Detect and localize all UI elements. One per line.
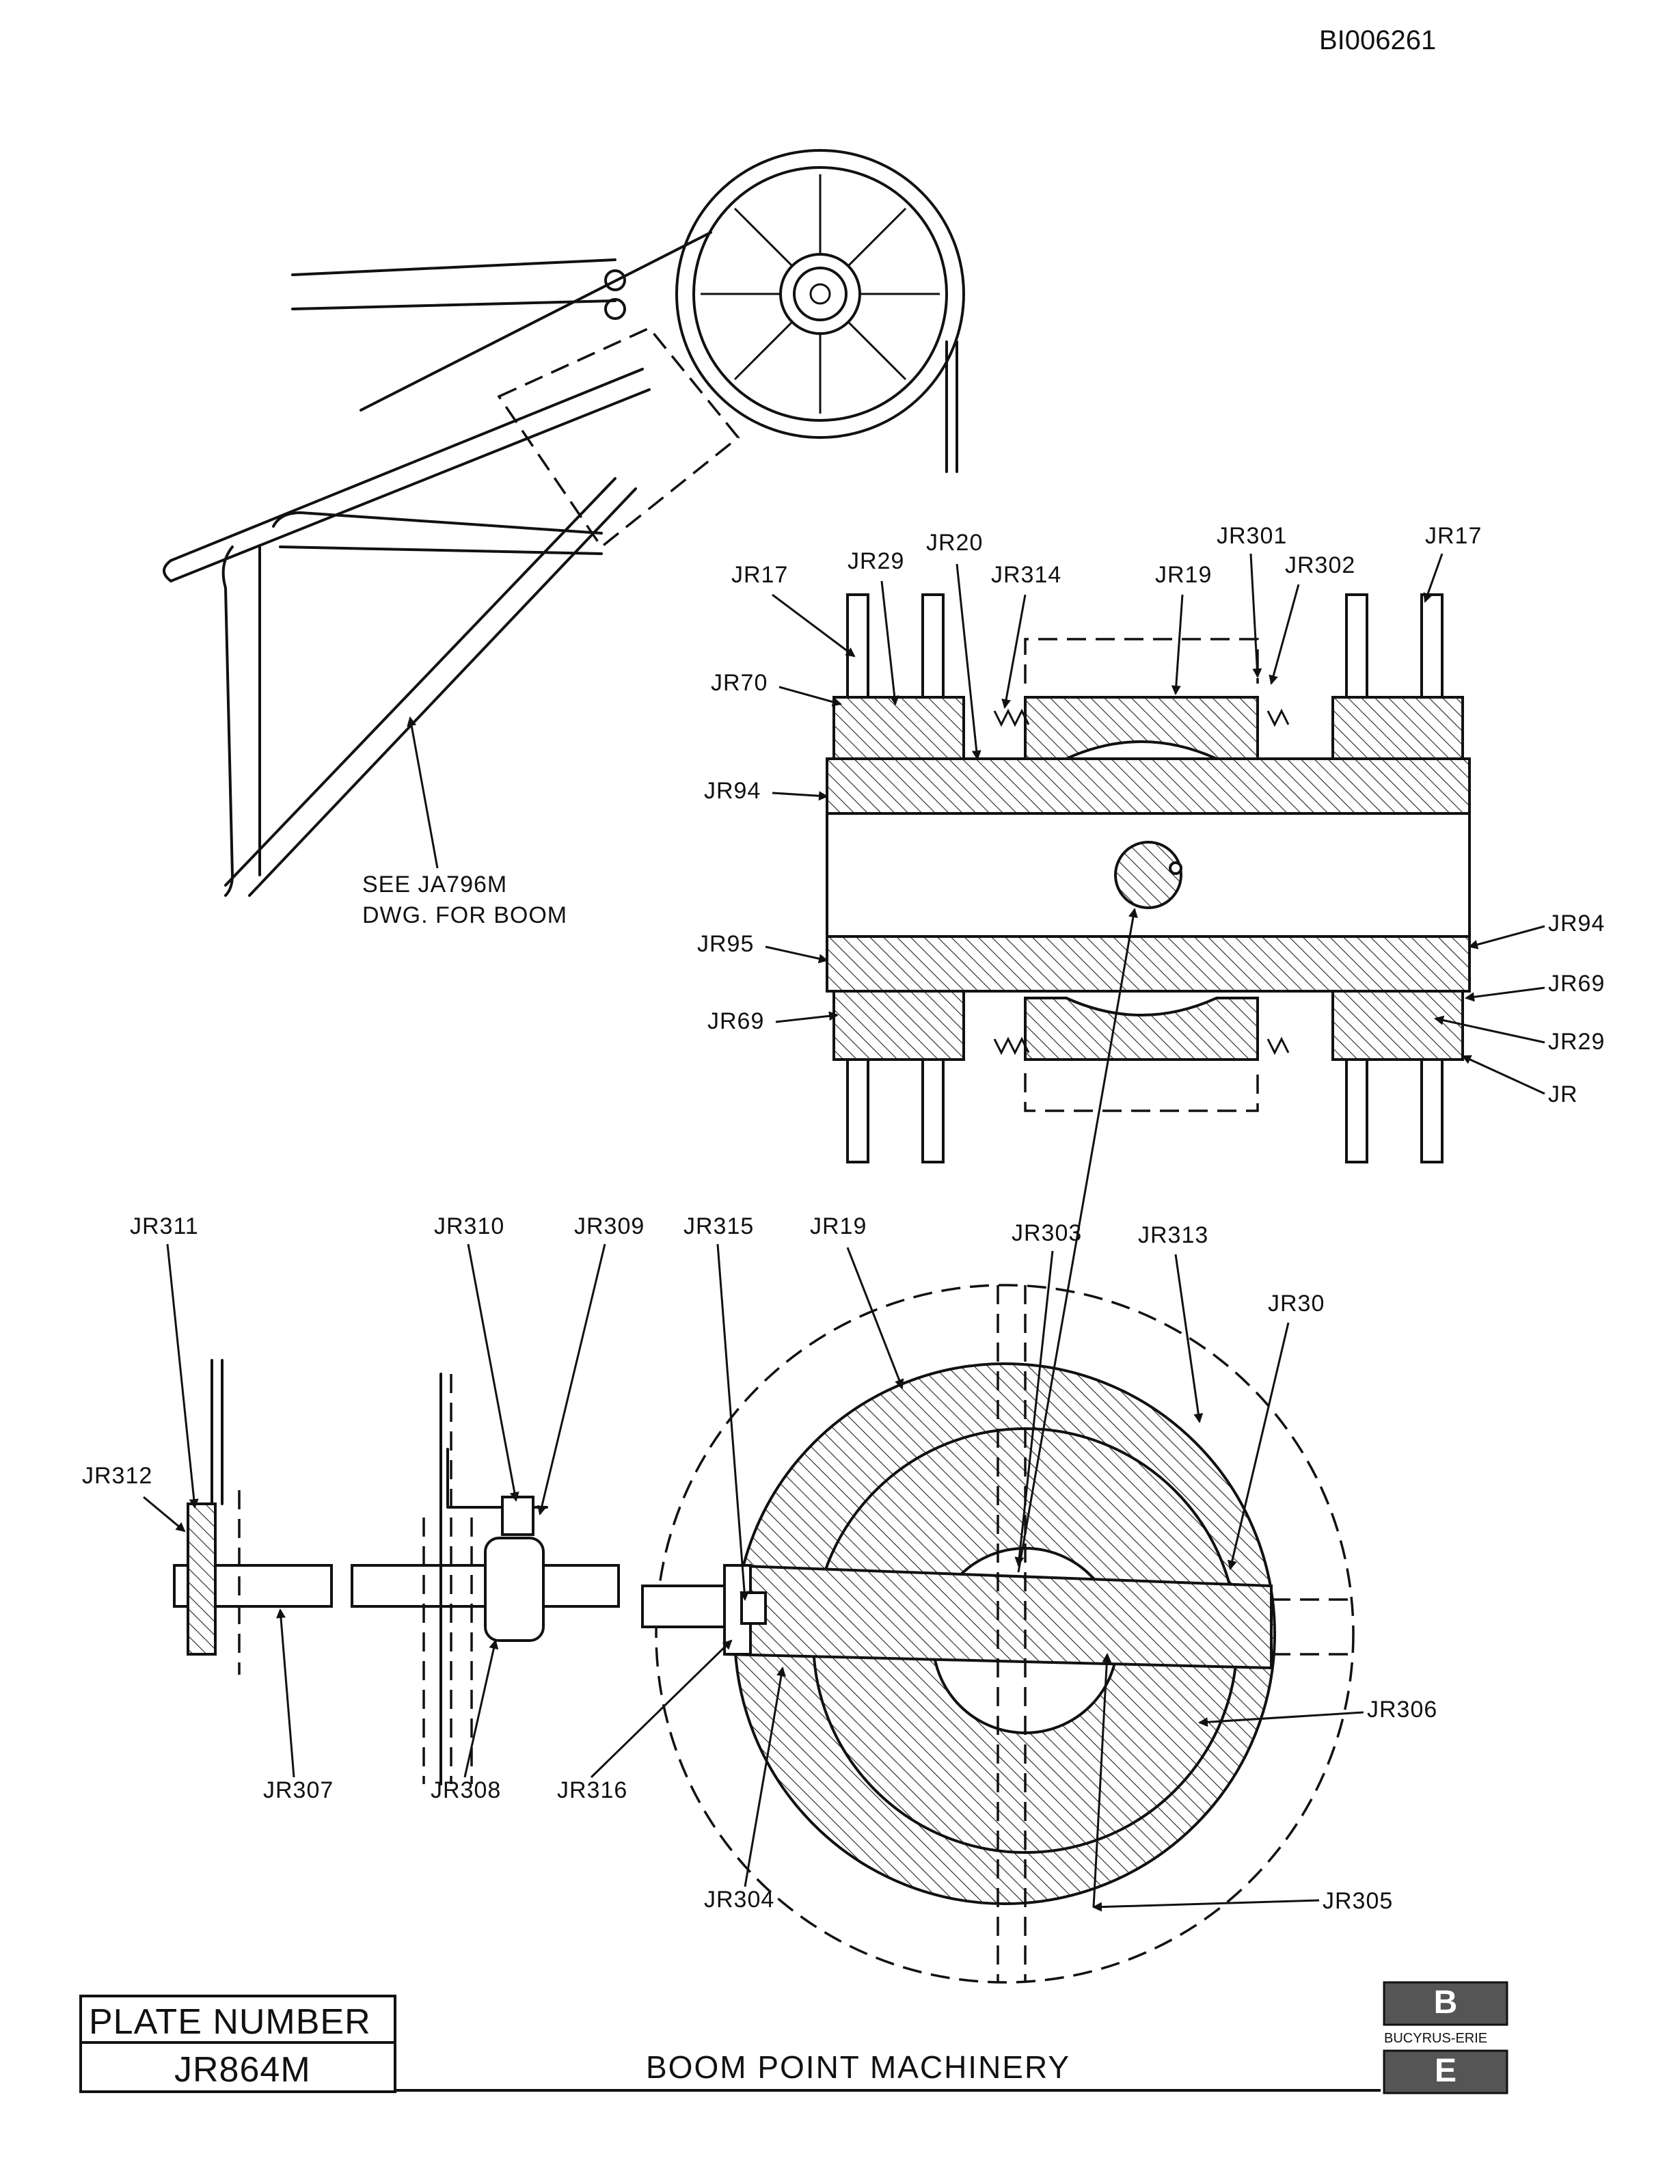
label-jr95: JR95 bbox=[697, 931, 754, 957]
logo-letter-e: E bbox=[1435, 2053, 1457, 2089]
label-jr311: JR311 bbox=[130, 1213, 199, 1239]
boom-note-line1: SEE JA796M bbox=[362, 872, 507, 898]
label-jr315: JR315 bbox=[683, 1213, 754, 1239]
label-jr17-right: JR17 bbox=[1425, 523, 1482, 549]
label-jr20: JR20 bbox=[926, 530, 983, 556]
label-jr306: JR306 bbox=[1367, 1697, 1437, 1723]
label-jr69-left: JR69 bbox=[707, 1008, 764, 1034]
label-jr69-right: JR69 bbox=[1548, 971, 1605, 997]
label-jr308: JR308 bbox=[431, 1777, 501, 1803]
label-jr70: JR70 bbox=[711, 670, 768, 696]
label-jr305: JR305 bbox=[1323, 1888, 1393, 1914]
boom-sheave-view bbox=[163, 149, 965, 897]
label-jr-cut: JR bbox=[1548, 1081, 1578, 1107]
title-block bbox=[79, 1995, 1381, 2093]
shaft-section-view bbox=[826, 593, 1471, 1163]
label-jr302: JR302 bbox=[1285, 552, 1355, 578]
document-id: BI006261 bbox=[1319, 25, 1436, 55]
label-jr94-left: JR94 bbox=[704, 778, 761, 804]
label-jr310: JR310 bbox=[434, 1213, 504, 1239]
plate-number-header: PLATE NUMBER bbox=[89, 2002, 371, 2042]
label-jr19-bottom: JR19 bbox=[810, 1213, 867, 1239]
label-jr17-left: JR17 bbox=[731, 562, 788, 588]
bucyrus-erie-logo bbox=[1383, 1981, 1508, 2094]
label-jr303: JR303 bbox=[1012, 1220, 1082, 1246]
label-jr19-top: JR19 bbox=[1155, 562, 1212, 588]
label-jr94-right: JR94 bbox=[1548, 911, 1605, 936]
label-jr312: JR312 bbox=[82, 1463, 152, 1489]
label-jr313: JR313 bbox=[1138, 1222, 1208, 1248]
label-jr29-top: JR29 bbox=[848, 548, 904, 574]
label-jr307: JR307 bbox=[263, 1777, 334, 1803]
brand-name: BUCYRUS-ERIE bbox=[1384, 2031, 1487, 2046]
label-jr314: JR314 bbox=[991, 562, 1061, 588]
label-jr316: JR316 bbox=[557, 1777, 627, 1803]
label-jr30: JR30 bbox=[1268, 1291, 1325, 1317]
plate-number-value: JR864M bbox=[174, 2050, 311, 2090]
pin-detail-view bbox=[173, 1284, 1355, 1984]
label-jr29-right: JR29 bbox=[1548, 1029, 1605, 1055]
logo-letter-b: B bbox=[1434, 1984, 1458, 2021]
label-jr301: JR301 bbox=[1217, 523, 1287, 549]
label-jr309: JR309 bbox=[574, 1213, 645, 1239]
drawing-title: BOOM POINT MACHINERY bbox=[646, 2049, 1070, 2085]
label-jr304: JR304 bbox=[704, 1887, 774, 1913]
boom-note-line2: DWG. FOR BOOM bbox=[362, 902, 567, 928]
